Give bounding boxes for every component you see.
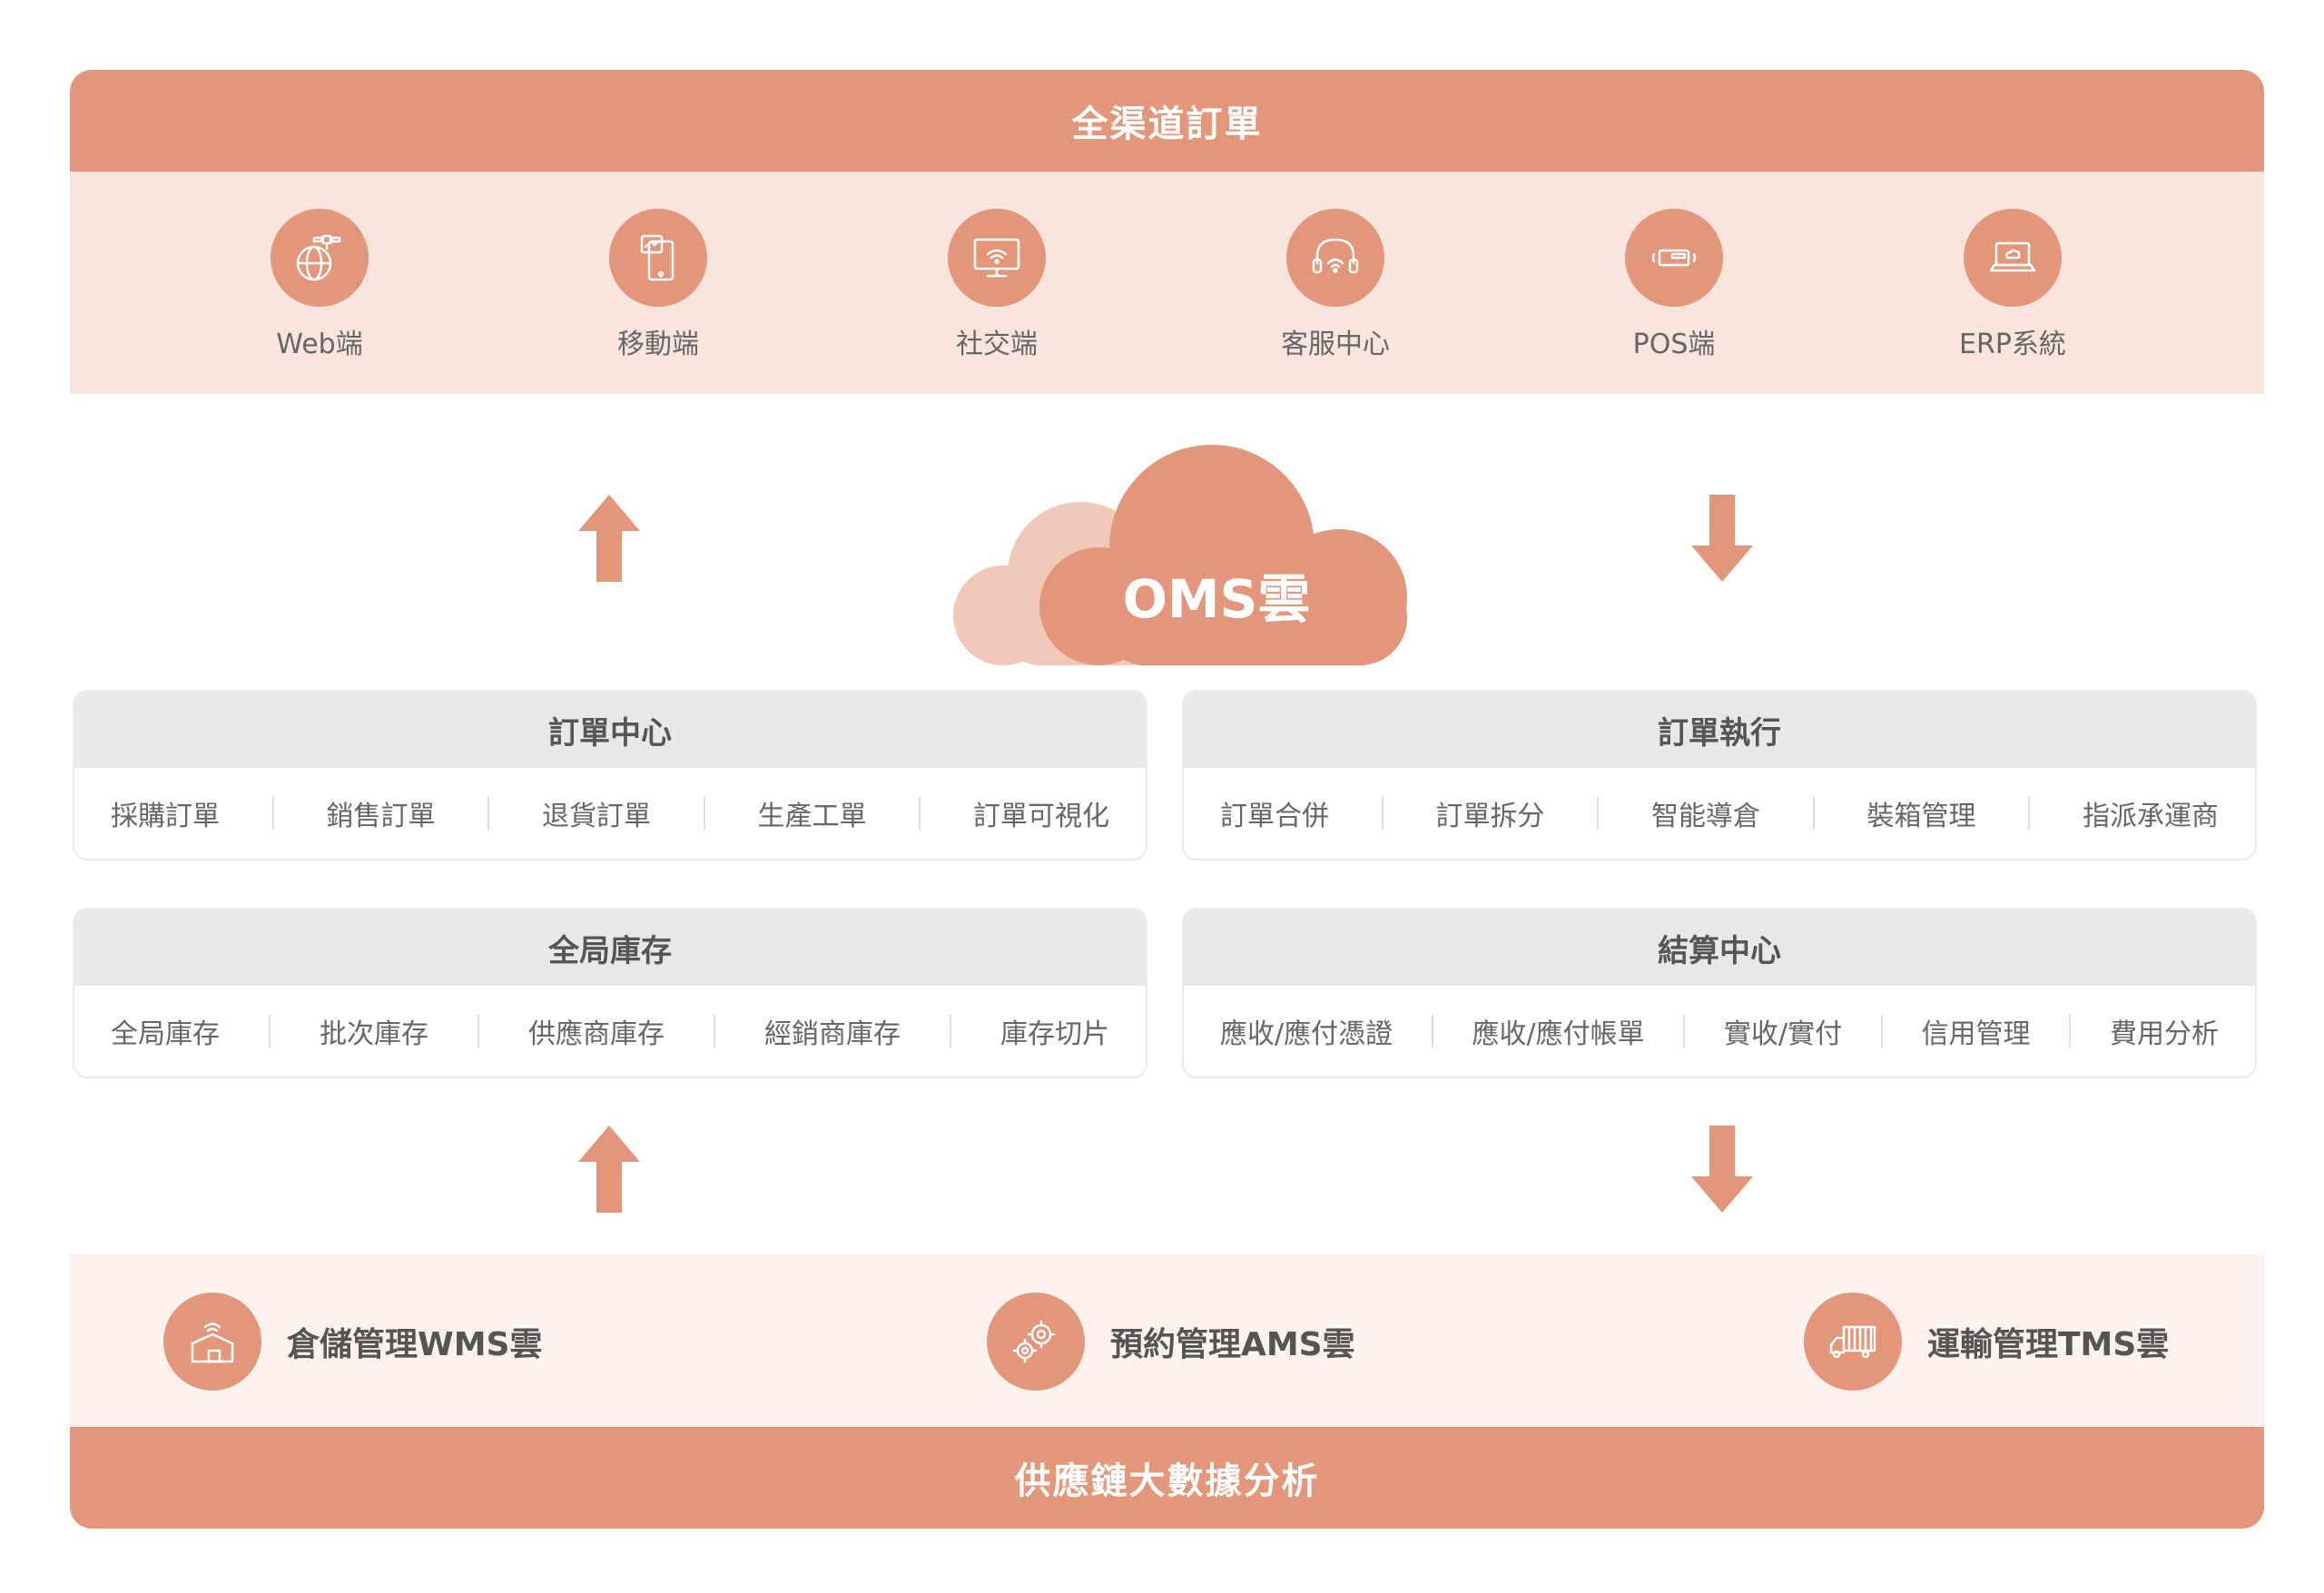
top-title: 全渠道訂單 bbox=[1071, 103, 1263, 145]
top-title-bar: 全渠道訂單 bbox=[70, 70, 2264, 172]
module-item[interactable]: 應收/應付帳單 bbox=[1472, 1018, 1645, 1050]
channel-mobile[interactable]: 移動端 bbox=[531, 209, 785, 361]
module-item[interactable]: 智能導倉 bbox=[1651, 801, 1760, 832]
bottom-title-bar: 供應鏈大數據分析 bbox=[70, 1427, 2264, 1529]
divider bbox=[1683, 1015, 1686, 1047]
arrow-up-icon bbox=[578, 1126, 640, 1213]
module-item[interactable]: 信用管理 bbox=[1921, 1018, 2031, 1050]
mobile-device-icon bbox=[609, 209, 707, 307]
module-title: 結算中心 bbox=[1184, 910, 2255, 986]
module-item[interactable]: 全局庫存 bbox=[111, 1018, 220, 1050]
divider bbox=[1381, 797, 1384, 830]
headset-icon bbox=[1286, 209, 1384, 307]
module-settlement: 結算中心 應收/應付憑證 應收/應付帳單 實收/實付 信用管理 費用分析 bbox=[1182, 908, 2257, 1078]
divider bbox=[1431, 1015, 1433, 1047]
truck-icon bbox=[1804, 1293, 1902, 1391]
divider bbox=[703, 797, 705, 830]
channel-label: ERP系統 bbox=[1959, 329, 2066, 360]
bottom-title: 供應鏈大數據分析 bbox=[1014, 1460, 1320, 1502]
system-label: 倉儲管理WMS雲 bbox=[287, 1326, 543, 1363]
module-item[interactable]: 供應商庫存 bbox=[528, 1018, 665, 1050]
module-item[interactable]: 費用分析 bbox=[2109, 1018, 2219, 1050]
channel-service-center[interactable]: 客服中心 bbox=[1208, 209, 1462, 361]
divider bbox=[1880, 1015, 1883, 1047]
system-tms[interactable]: 運輸管理TMS雲 bbox=[1804, 1293, 2169, 1391]
divider bbox=[2069, 1015, 2072, 1047]
arrow-up-icon bbox=[578, 495, 640, 582]
channel-web[interactable]: Web端 bbox=[192, 209, 447, 361]
module-item[interactable]: 指派承運商 bbox=[2083, 801, 2219, 832]
arrow-down-icon bbox=[1691, 495, 1753, 582]
channel-label: 移動端 bbox=[617, 329, 699, 360]
module-title: 全局庫存 bbox=[74, 910, 1146, 986]
divider bbox=[271, 797, 274, 830]
monitor-wifi-icon bbox=[948, 209, 1046, 307]
divider bbox=[478, 1015, 479, 1047]
module-order-exec: 訂單執行 訂單合併 訂單拆分 智能導倉 裝箱管理 指派承運商 bbox=[1182, 690, 2257, 860]
module-item[interactable]: 批次庫存 bbox=[320, 1018, 428, 1050]
channels-panel: Web端 移動端 社交端 客服中心 bbox=[70, 172, 2264, 394]
warehouse-wifi-icon bbox=[163, 1293, 261, 1391]
module-order-center: 訂單中心 採購訂單 銷售訂單 退貨訂單 生產工單 訂單可視化 bbox=[73, 690, 1147, 860]
divider bbox=[714, 1015, 715, 1047]
channel-social[interactable]: 社交端 bbox=[870, 209, 1124, 361]
oms-cloud: OMS雲 bbox=[926, 443, 1416, 665]
system-ams[interactable]: 預約管理AMS雲 bbox=[987, 1293, 1355, 1391]
module-item[interactable]: 庫存切片 bbox=[1000, 1018, 1109, 1050]
channel-pos[interactable]: POS端 bbox=[1547, 209, 1801, 361]
divider bbox=[487, 797, 490, 830]
module-item[interactable]: 訂單可視化 bbox=[973, 801, 1109, 832]
divider bbox=[269, 1015, 271, 1047]
system-label: 運輸管理TMS雲 bbox=[1927, 1326, 2170, 1363]
module-item[interactable]: 裝箱管理 bbox=[1866, 801, 1976, 832]
module-title: 訂單執行 bbox=[1184, 692, 2255, 768]
channel-label: Web端 bbox=[276, 329, 363, 360]
module-item[interactable]: 退貨訂單 bbox=[542, 801, 651, 832]
channel-erp[interactable]: ERP系統 bbox=[1886, 209, 2140, 361]
module-item[interactable]: 採購訂單 bbox=[111, 801, 220, 832]
module-item[interactable]: 銷售訂單 bbox=[326, 801, 436, 832]
system-wms[interactable]: 倉儲管理WMS雲 bbox=[163, 1293, 542, 1391]
divider bbox=[919, 797, 921, 830]
divider bbox=[2028, 797, 2031, 830]
module-item[interactable]: 訂單拆分 bbox=[1435, 801, 1545, 832]
laptop-cloud-icon bbox=[1964, 209, 2062, 307]
module-item[interactable]: 訂單合併 bbox=[1220, 801, 1329, 832]
module-item[interactable]: 應收/應付憑證 bbox=[1220, 1018, 1393, 1050]
globe-satellite-icon bbox=[271, 209, 369, 307]
divider bbox=[1812, 797, 1815, 830]
cloud-label: OMS雲 bbox=[1122, 568, 1311, 630]
module-item[interactable]: 實收/實付 bbox=[1724, 1018, 1843, 1050]
system-label: 預約管理AMS雲 bbox=[1110, 1326, 1355, 1363]
module-title: 訂單中心 bbox=[74, 692, 1146, 768]
arrow-down-icon bbox=[1691, 1126, 1753, 1213]
channel-label: POS端 bbox=[1632, 329, 1716, 360]
gears-icon bbox=[987, 1293, 1085, 1391]
channel-label: 社交端 bbox=[956, 329, 1038, 360]
channel-label: 客服中心 bbox=[1281, 329, 1390, 360]
module-item[interactable]: 生產工單 bbox=[757, 801, 867, 832]
systems-panel: 倉儲管理WMS雲 預約管理AMS雲 運輸管理TMS雲 bbox=[70, 1254, 2264, 1427]
pos-card-icon bbox=[1625, 209, 1723, 307]
module-inventory: 全局庫存 全局庫存 批次庫存 供應商庫存 經銷商庫存 庫存切片 bbox=[73, 908, 1147, 1078]
divider bbox=[950, 1015, 951, 1047]
divider bbox=[1597, 797, 1600, 830]
module-item[interactable]: 經銷商庫存 bbox=[764, 1018, 901, 1050]
cloud-icon bbox=[953, 445, 1407, 665]
